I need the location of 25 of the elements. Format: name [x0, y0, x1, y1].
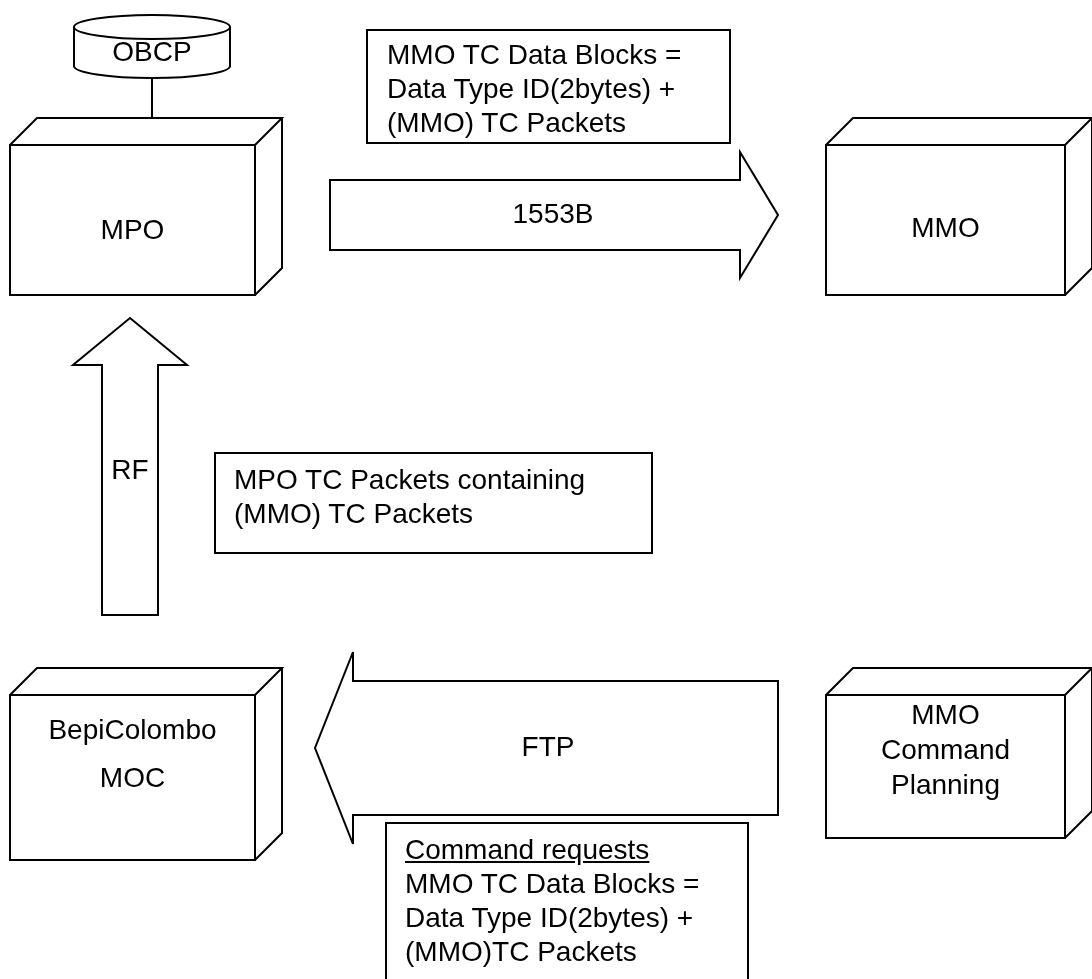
block-arrow [329, 148, 780, 282]
node-cube [9, 117, 285, 296]
database-cylinder [73, 14, 231, 79]
node-label: BepiColombo [47, 713, 218, 747]
node-label: MMO [910, 211, 981, 245]
node-label: MPO [99, 213, 166, 247]
node-label: MOC [98, 761, 167, 795]
note-box [214, 452, 653, 554]
note-box [366, 29, 731, 144]
note-box [385, 822, 749, 979]
node-cube [9, 667, 285, 861]
node-cube [825, 667, 1092, 839]
edge-label: 1553B [512, 200, 594, 228]
node-label: OBCP [111, 35, 193, 69]
node-label: MMO Command Planning [880, 698, 1011, 802]
connector-line [151, 77, 153, 119]
block-arrow [70, 316, 190, 616]
node-cube [825, 117, 1092, 296]
note-heading: Command requests [405, 833, 650, 867]
note-text: MMO TC Data Blocks = Data Type ID(2bytes) + (MMO)TC Packets [405, 867, 701, 969]
edge-label: FTP [521, 733, 575, 761]
note-text: MPO TC Packets containing (MMO) TC Packets [234, 463, 587, 531]
edge-label: RF [111, 456, 149, 484]
block-arrow [313, 651, 779, 845]
note-text: MMO TC Data Blocks = Data Type ID(2bytes) +(MMO) TC Packets [387, 38, 683, 140]
